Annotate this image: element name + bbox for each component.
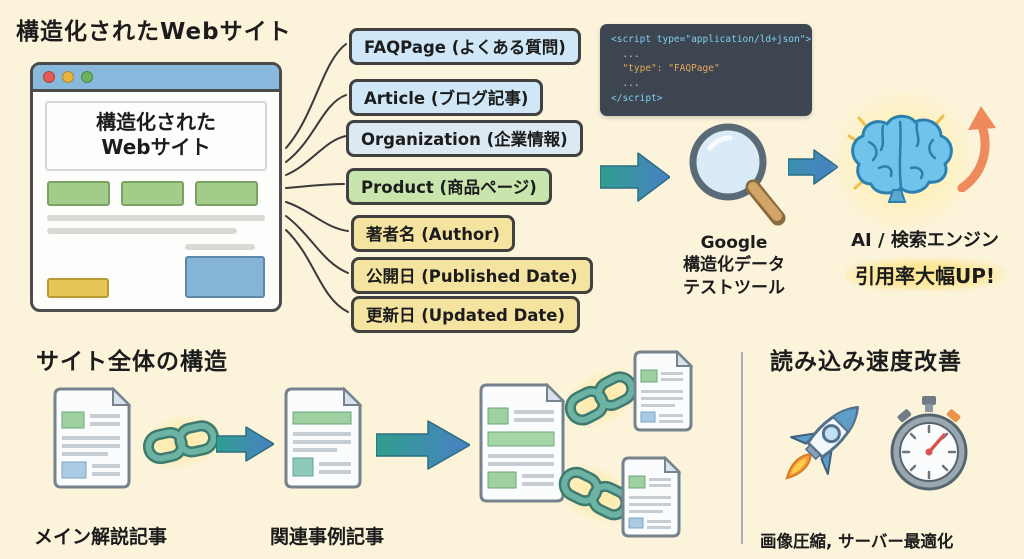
green-content-block [195, 181, 258, 206]
speed-title: 読み込み速度改善 [770, 349, 962, 375]
schema-box-article: Article (ブログ記事) [349, 79, 544, 116]
flow-arrow-icon [600, 152, 670, 202]
browser-titlebar [33, 65, 279, 92]
google-tool-line3: テストツール [683, 277, 785, 298]
section-divider [741, 352, 743, 544]
document-icon-hub-article [479, 382, 566, 503]
browser-window: 構造化された Webサイト [30, 62, 282, 312]
site-structure-title: サイト全体の構造 [36, 349, 228, 375]
stopwatch-icon [890, 396, 968, 491]
google-tool-line1: Google [700, 233, 768, 253]
code-line: ... [611, 78, 640, 90]
schema-box-author: 著者名 (Author) [351, 215, 515, 252]
flow-arrow-icon [216, 426, 274, 462]
schema-box-faqpage: FAQPage (よくある質問) [349, 28, 581, 65]
content-right-column [185, 244, 265, 298]
document-icon-main-article [53, 386, 132, 489]
yellow-content-block [47, 278, 109, 298]
citation-up-label: 引用率大幅UP! [826, 258, 1024, 291]
text-placeholder-line [47, 215, 265, 221]
citation-up-text: 引用率大幅UP! [844, 258, 1006, 291]
green-content-block [47, 181, 110, 206]
chain-link-icon [562, 367, 642, 429]
document-icon-related-article [284, 386, 363, 489]
flow-arrow-icon [788, 149, 838, 185]
google-tool-line2: 構造化データ [683, 255, 785, 276]
browser-page-title: 構造化された Webサイト [45, 101, 267, 171]
text-placeholder-line [47, 228, 237, 234]
content-blocks-row [47, 181, 265, 206]
browser-title-line1: 構造化された [96, 110, 216, 134]
jsonld-code-snippet: <script type="application/ld+json"> ... … [600, 24, 812, 116]
window-dot-green [81, 71, 93, 83]
code-line: ... [611, 48, 640, 60]
main-title: 構造化されたWebサイト [16, 19, 292, 45]
blue-content-block [185, 256, 265, 298]
google-tool-label: Google 構造化データ テストツール [658, 232, 810, 299]
window-dot-yellow [62, 71, 74, 83]
document-icon-linked-small [621, 456, 681, 538]
ai-brain-icon [847, 114, 953, 203]
chain-link-icon [556, 463, 636, 525]
document-icon-linked-small [633, 350, 693, 432]
main-article-label: メイン解説記事 [34, 526, 168, 548]
speed-caption: 画像圧縮, サーバー最適化 [760, 532, 954, 551]
code-line: <script type="application/ld+json"> [611, 34, 812, 45]
browser-content: 構造化された Webサイト [33, 101, 279, 298]
code-line: </script> [611, 92, 663, 104]
schema-box-organization: Organization (企業情報) [346, 120, 583, 157]
green-content-block [121, 181, 184, 206]
content-bottom-row [47, 244, 265, 298]
browser-title-line2: Webサイト [101, 135, 211, 159]
connector-lines [285, 43, 349, 313]
ai-label: AI / 検索エンジン [851, 230, 999, 251]
rocket-icon [785, 405, 860, 480]
text-placeholder-line [185, 244, 255, 250]
flow-arrow-icon [376, 420, 470, 470]
related-article-label: 関連事例記事 [270, 526, 385, 548]
chain-link-icon [140, 414, 224, 470]
schema-box-updated: 更新日 (Updated Date) [351, 296, 581, 333]
schema-box-product: Product (商品ページ) [346, 168, 552, 205]
magnifier-icon [689, 123, 786, 226]
window-dot-red [43, 71, 55, 83]
schema-box-published: 公開日 (Published Date) [351, 257, 593, 294]
code-line: "type": "FAQPage" [611, 63, 720, 75]
growth-arrow-icon [957, 106, 996, 192]
